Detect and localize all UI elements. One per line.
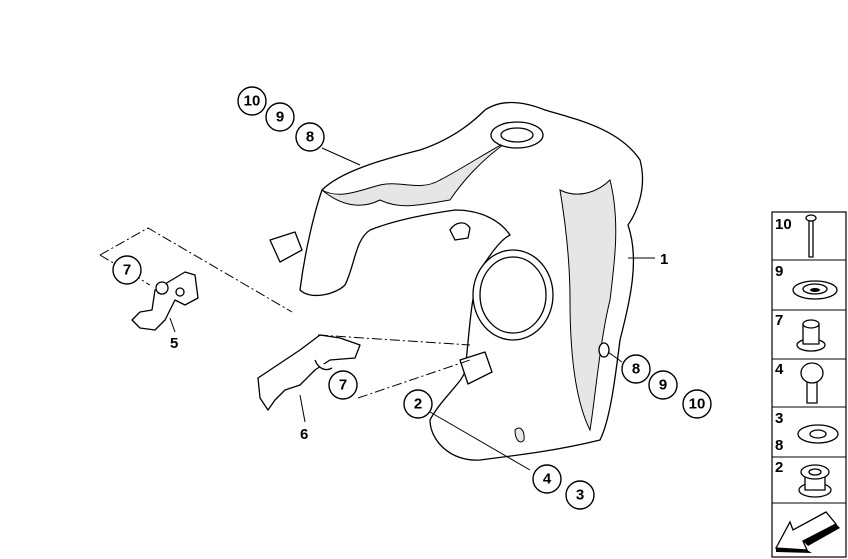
callout-8-top: 8 xyxy=(295,122,325,152)
callout-9-right: 9 xyxy=(648,370,678,400)
callout-4: 4 xyxy=(532,464,562,494)
svg-text:8: 8 xyxy=(632,361,640,378)
svg-text:4: 4 xyxy=(775,361,784,378)
svg-text:7: 7 xyxy=(339,377,347,394)
svg-text:3: 3 xyxy=(576,487,584,504)
svg-text:8: 8 xyxy=(775,437,783,454)
svg-text:10: 10 xyxy=(775,216,792,233)
arrow-icon xyxy=(774,511,840,553)
callout-2: 2 xyxy=(403,389,433,419)
svg-text:7: 7 xyxy=(123,262,131,279)
callout-10-top: 10 xyxy=(237,86,267,116)
screw-icon xyxy=(805,214,817,222)
svg-text:9: 9 xyxy=(659,377,667,394)
svg-text:2: 2 xyxy=(775,459,783,476)
label-5: 5 xyxy=(170,335,178,352)
svg-text:10: 10 xyxy=(689,396,706,413)
callout-3: 3 xyxy=(565,480,595,510)
callout-9-top: 9 xyxy=(265,102,295,132)
svg-text:4: 4 xyxy=(543,471,552,488)
legend-item-screw: 10 xyxy=(775,214,817,258)
svg-text:10: 10 xyxy=(244,93,261,110)
callout-10-right: 10 xyxy=(682,389,712,419)
legend-item-grommet: 2 xyxy=(775,459,832,498)
bracket-part-5 xyxy=(131,271,199,331)
callout-8-right: 8 xyxy=(621,354,651,384)
svg-text:3: 3 xyxy=(775,410,783,427)
svg-text:9: 9 xyxy=(775,263,783,280)
legend-item-bolt: 4 xyxy=(775,361,824,404)
svg-text:2: 2 xyxy=(414,396,422,413)
svg-text:8: 8 xyxy=(306,129,314,146)
callout-7-left: 7 xyxy=(112,255,142,285)
svg-text:7: 7 xyxy=(775,312,783,329)
legend-item-bushing: 7 xyxy=(775,312,826,352)
legend-item-washer-cup: 9 xyxy=(775,263,838,300)
leader-lines xyxy=(99,147,655,471)
fuel-tank xyxy=(269,101,644,461)
label-1: 1 xyxy=(660,251,668,268)
legend-item-washer: 3 8 xyxy=(775,410,839,454)
callout-7-mid: 7 xyxy=(328,370,358,400)
parts-legend: 10 9 7 4 3 8 2 xyxy=(771,211,847,558)
label-6: 6 xyxy=(300,426,308,443)
svg-text:9: 9 xyxy=(276,109,284,126)
